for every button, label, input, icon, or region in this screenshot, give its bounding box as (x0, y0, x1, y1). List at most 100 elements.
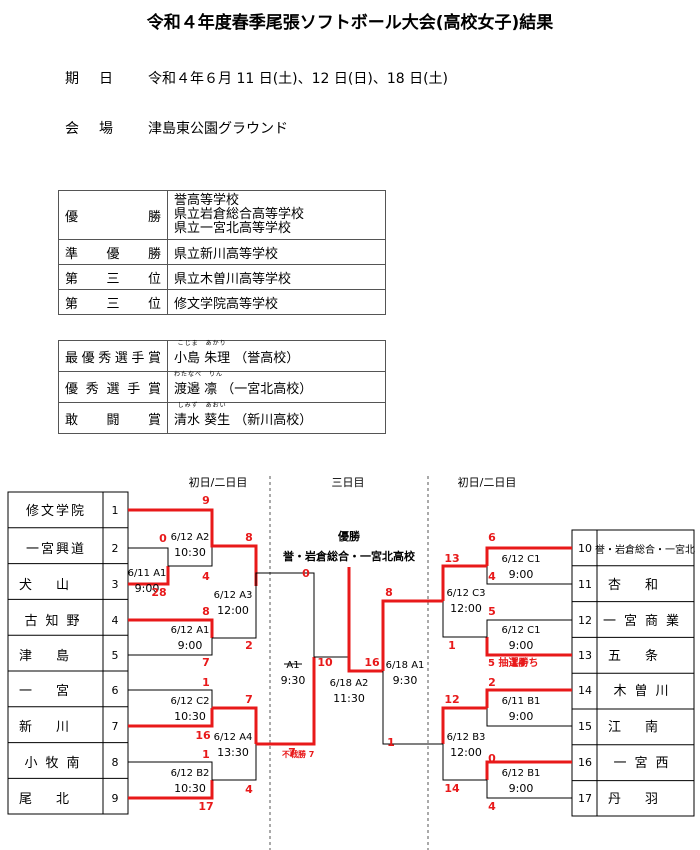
team-seed: 12 (578, 614, 592, 627)
bracket-line (486, 619, 572, 637)
score-label: 17 (198, 800, 213, 813)
school-cell: 誉高等学校 県立岩倉総合高等学校 県立一宮北高等学校 (167, 190, 386, 240)
score-label: 4 (488, 800, 496, 813)
winner-line (485, 760, 572, 780)
score-label: 7 (202, 656, 210, 669)
score-label: 8 (202, 605, 210, 618)
bracket-line (128, 547, 169, 566)
match-label: 6/12 C2 (171, 696, 210, 707)
match-label: 6/12 B2 (171, 768, 210, 779)
winner-line (128, 708, 214, 728)
page-title: 令和４年度春季尾張ソフトボール大会(高校女子)結果 (146, 13, 554, 33)
score-label: 4 (488, 570, 496, 583)
team-name: 津島 (19, 649, 93, 664)
match-time: 13:30 (217, 746, 249, 759)
date-row: 期日 令和４年６月 11 日(土)、12 日(日)、18 日(土) (65, 68, 665, 88)
match-time: 12:00 (217, 604, 249, 617)
team-seed: 5 (112, 649, 119, 662)
champion-name: 誉・岩倉総合・一宮北高校 (282, 549, 416, 563)
day-header: 初日/二日目 (189, 475, 248, 489)
match-time: 12:00 (450, 746, 482, 759)
team-seed: 4 (112, 614, 119, 627)
match-label: 6/11 B1 (502, 696, 541, 707)
match-time: 9:30 (393, 674, 418, 687)
team-seed: 2 (112, 542, 119, 555)
results-table: 優勝 誉高等学校 県立岩倉総合高等学校 県立一宮北高等学校 準優勝 県立新川高等… (58, 190, 386, 315)
team-name: 一宮商業 (603, 613, 687, 629)
day-header: 三日目 (332, 476, 365, 489)
score-label: 8 (245, 531, 253, 544)
winner-line (381, 599, 443, 671)
day-header: 初日/二日目 (458, 475, 517, 489)
rank-cell: 優勝 (58, 190, 168, 240)
score-label: 7 (288, 746, 296, 759)
bracket-line (128, 638, 213, 656)
winner-name: わたなべ りん渡邉 凛 (174, 371, 222, 397)
team-name: 江南 (608, 719, 682, 735)
match-label: 6/12 A2 (171, 532, 210, 543)
score-label: 0 (488, 752, 496, 765)
team-name: 古知野 (24, 613, 87, 629)
winner-line (128, 780, 214, 800)
name-text: 小島 朱理 (174, 350, 231, 366)
match-time: 9:00 (135, 582, 160, 595)
match-time: 12:00 (450, 602, 482, 615)
bracket-line (486, 566, 572, 585)
score-label: 13 (444, 552, 459, 565)
team-name: 修文学院 (26, 503, 86, 519)
score-label: 4 (245, 783, 253, 796)
team-seed: 8 (112, 756, 119, 769)
match-label: 6/12 C3 (447, 588, 486, 599)
score-label: 5 (488, 605, 496, 618)
lottery-note: 5 抽選勝ち (488, 656, 538, 669)
winner-line (210, 530, 258, 586)
result-row: 第三位 県立木曽川高等学校 (58, 264, 386, 290)
score-label: 10 (317, 656, 333, 669)
bracket-line (486, 708, 572, 727)
score-label: 28 (151, 586, 166, 599)
award-winner: わたなべ りん渡邉 凛 （一宮北高校） (167, 371, 386, 403)
match-label: 6/12 B3 (447, 732, 486, 743)
match-label: 6/11 A1 (128, 568, 167, 579)
bracket-line (382, 671, 443, 745)
awards-table: 最優秀選手賞 こじま あかり小島 朱理 （誉高校） 優秀選手賞 わたなべ りん渡… (58, 340, 386, 434)
score-label: 1 (448, 639, 456, 652)
match-time: 10:30 (174, 782, 206, 795)
venue-label: 会場 (65, 121, 133, 137)
match-label: 6/12 C1 (502, 625, 541, 636)
match-label: 6/12 A1 (171, 625, 210, 636)
winner-school: （新川高校） (234, 412, 313, 428)
team-name: 誉・岩倉総合・一宮北 (595, 543, 695, 556)
winner-line (128, 618, 214, 638)
team-name: 一宮興道 (26, 541, 86, 557)
name-reading: しみず あおい (177, 401, 227, 409)
score-label: 6 (488, 531, 496, 544)
award-title: 敢闘賞 (58, 402, 168, 434)
score-label: 1 (202, 676, 210, 689)
team-seed: 6 (112, 684, 119, 697)
rank-cell: 第三位 (58, 289, 168, 315)
bracket-line (212, 744, 257, 781)
award-winner: しみず あおい清水 葵生 （新川高校） (167, 401, 386, 434)
score-label: 14 (510, 656, 526, 669)
score-label: 14 (444, 782, 460, 795)
match-label: A1 (286, 660, 299, 671)
winner-line (212, 706, 258, 744)
team-seed: 16 (578, 756, 592, 769)
team-seed: 10 (578, 542, 592, 555)
name-text: 渡邉 凛 (174, 381, 218, 397)
bracket-line (486, 780, 572, 799)
winner-line (485, 546, 572, 566)
venue-value: 津島東公園グラウンド (148, 121, 288, 137)
team-seed: 11 (578, 578, 592, 591)
winner-line (485, 688, 572, 708)
team-seed: 9 (112, 792, 119, 805)
name-reading: こじま あかり (177, 339, 227, 347)
score-label: 2 (488, 676, 496, 689)
score-label: 9 (202, 494, 210, 507)
team-name: 丹羽 (608, 792, 682, 807)
score-label: 16 (195, 729, 211, 742)
winner-line (128, 508, 214, 530)
match-time: 9:00 (509, 639, 534, 652)
